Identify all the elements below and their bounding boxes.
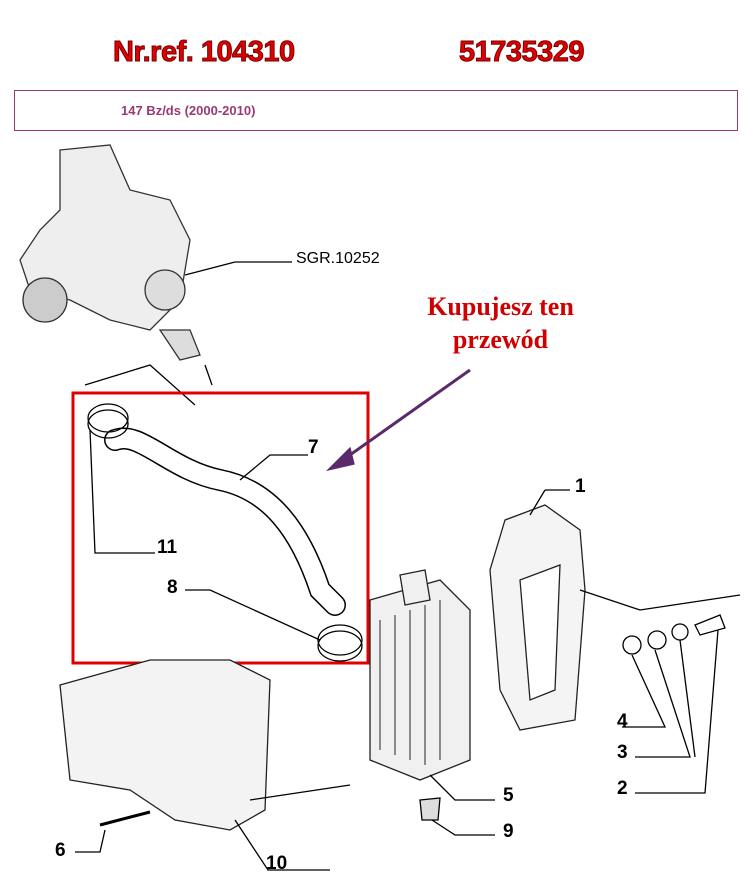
part-label-7: 7 — [308, 437, 319, 458]
part-label-11: 11 — [157, 537, 178, 558]
part-label-6: 6 — [55, 840, 66, 861]
callout-line-1: Kupujesz ten — [427, 292, 574, 321]
group-reference-label: SGR.10252 — [296, 250, 380, 267]
part-label-3: 3 — [617, 742, 628, 763]
part-label-10: 10 — [266, 853, 288, 874]
purchase-callout: Kupujesz ten przewód — [398, 290, 603, 356]
part-label-4: 4 — [617, 711, 628, 732]
part-label-2: 2 — [617, 778, 628, 799]
part-label-5: 5 — [503, 785, 514, 806]
part-label-9: 9 — [503, 821, 514, 842]
turbocharger — [19, 144, 201, 361]
part-label-8: 8 — [167, 577, 178, 598]
model-label: 147 Bz/ds (2000-2010) — [121, 103, 256, 118]
callout-line-2: przewód — [452, 325, 549, 354]
model-box: 147 Bz/ds (2000-2010) — [14, 90, 738, 131]
part-number: 51735329 — [458, 36, 585, 69]
reference-number: Nr.ref. 104310 — [113, 36, 296, 69]
part-label-1: 1 — [575, 476, 586, 497]
